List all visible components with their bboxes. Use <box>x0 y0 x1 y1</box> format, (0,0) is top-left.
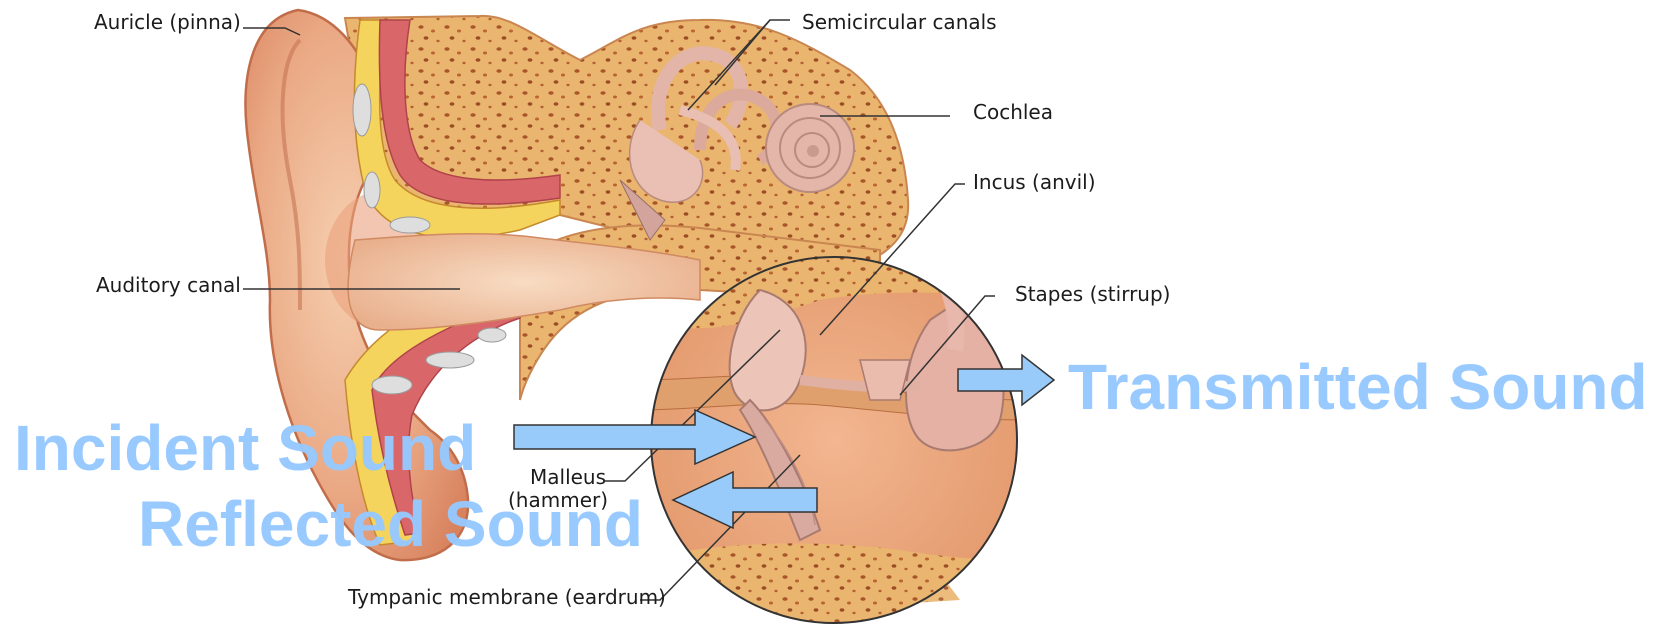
label-semicircular-canals: Semicircular canals <box>802 12 997 32</box>
incident-sound-caption: Incident Sound <box>14 416 476 480</box>
reflected-sound-caption: Reflected Sound <box>138 492 643 556</box>
label-cochlea: Cochlea <box>973 102 1053 122</box>
label-tympanic-membrane: Tympanic membrane (eardrum) <box>348 587 666 607</box>
transmitted-sound-caption: Transmitted Sound <box>1068 355 1648 419</box>
label-stapes: Stapes (stirrup) <box>1015 284 1170 304</box>
label-auricle: Auricle (pinna) <box>94 12 241 32</box>
label-incus: Incus (anvil) <box>973 172 1096 192</box>
label-auditory-canal: Auditory canal <box>96 275 241 295</box>
label-malleus: Malleus <box>530 467 606 487</box>
